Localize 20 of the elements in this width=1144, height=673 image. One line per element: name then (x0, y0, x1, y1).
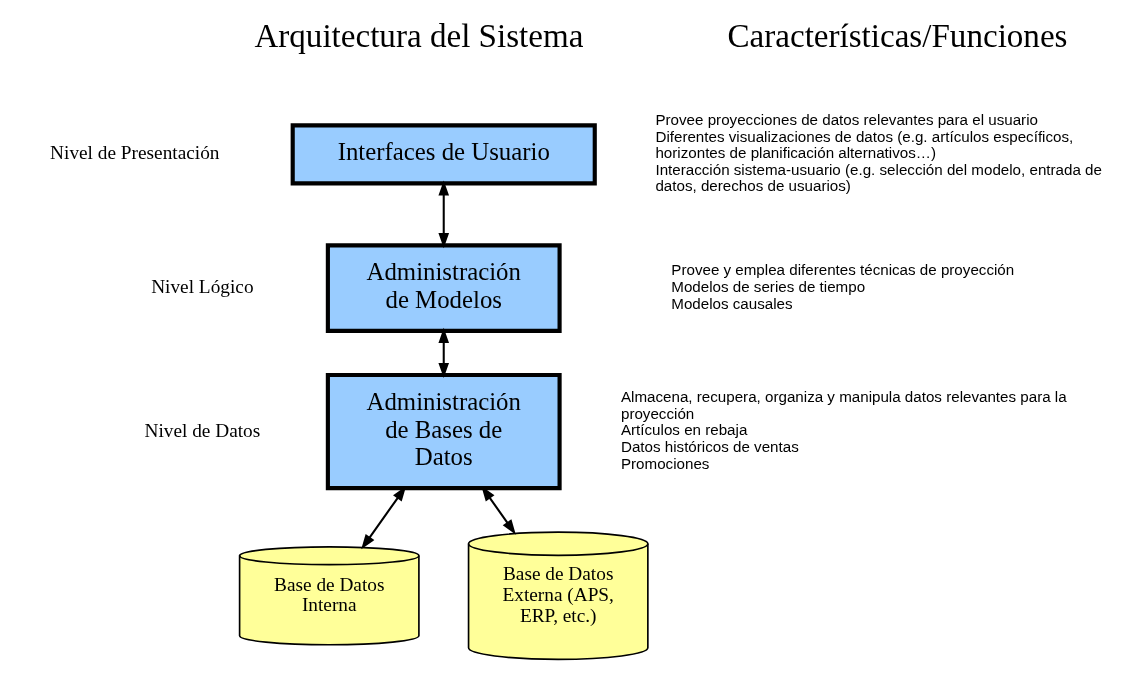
label: Arquitectura del Sistema (254, 18, 584, 55)
label: Nivel de Datos (144, 419, 261, 441)
label: Diferentes visualizaciones de datos (e.g. artículos específicos, horizontes de planificación alternativos…) (655, 127, 1074, 162)
label: Artículos en rebaja (620, 421, 748, 439)
label: Modelos causales (671, 294, 793, 312)
label: Características/Funciones (727, 18, 1068, 55)
arrow (438, 327, 450, 379)
node-box: Administración de Modelos (325, 243, 562, 333)
node-box: Administración de Bases de Datos (325, 372, 562, 491)
label: Almacena, recupera, organiza y manipula datos relevantes para la proyección (620, 388, 1067, 422)
label: Provee y emplea diferentes técnicas de proyección (671, 261, 1015, 279)
label: Provee proyecciones de datos relevantes para el usuario (655, 111, 1038, 129)
node-box: Interfaces de Usuario (290, 123, 597, 186)
label: Nivel de Presentación (50, 142, 220, 164)
label: Promociones (620, 454, 710, 472)
label: Datos históricos de ventas (620, 438, 799, 455)
arrow (438, 180, 450, 249)
label: Modelos de series de tiempo (671, 278, 866, 296)
label: Interacción sistema-usuario (e.g. selección del modelo, entrada de datos, derechos de usuarios) (655, 160, 1102, 195)
label: Nivel Lógico (151, 276, 254, 298)
